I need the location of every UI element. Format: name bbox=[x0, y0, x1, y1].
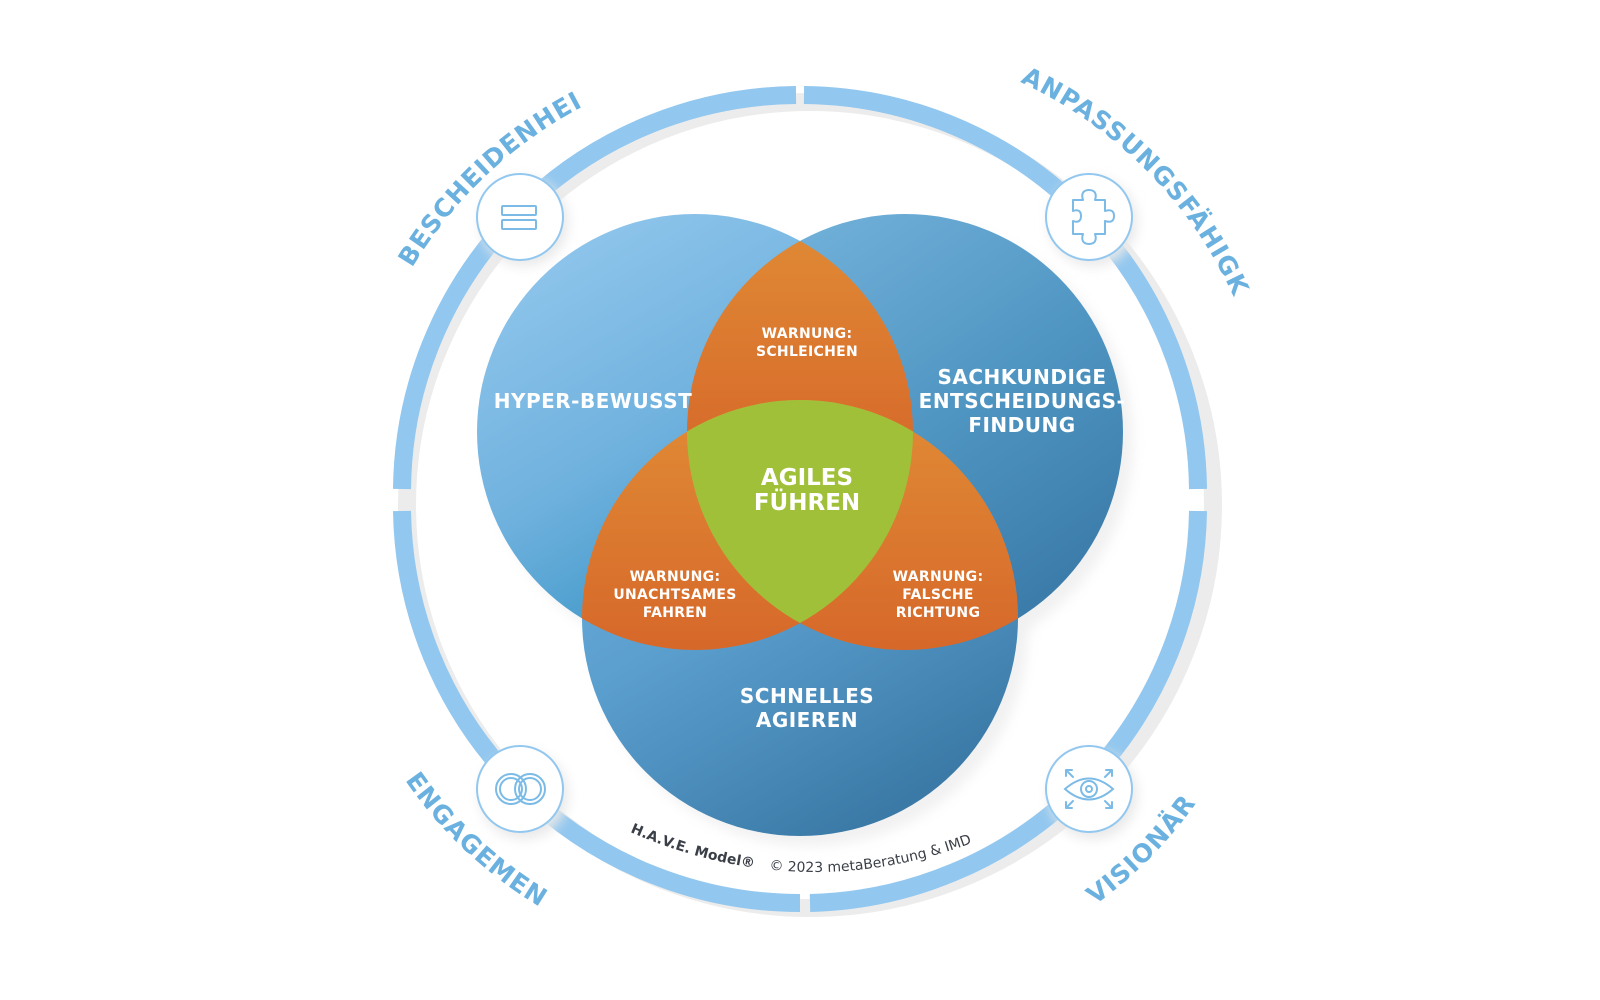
label-sachkundige-line-3: FINDUNG bbox=[968, 413, 1075, 437]
icon-badge-top-left bbox=[476, 173, 568, 266]
puzzle-icon bbox=[1072, 189, 1115, 245]
icon-badge-bottom-left bbox=[476, 745, 568, 839]
label-engagement: ENGAGEMENT bbox=[0, 0, 553, 913]
label-schnelles-line-1: SCHNELLES bbox=[740, 684, 874, 708]
center-label-line-1: AGILES bbox=[761, 465, 853, 491]
outer-ring bbox=[393, 86, 1222, 917]
label-sachkundige-line-1: SACHKUNDIGE bbox=[937, 365, 1106, 389]
label-sachkundige-line-2: ENTSCHEIDUNGS- bbox=[919, 389, 1126, 413]
center-label-line-2: FÜHREN bbox=[754, 488, 860, 516]
label-hyper-bewusst: HYPER-BEWUSST bbox=[494, 389, 693, 413]
warning-right-line-2: FALSCHE bbox=[902, 587, 973, 603]
eye-icon bbox=[1063, 769, 1115, 809]
venn-diagram bbox=[477, 214, 1123, 836]
circle-labels: HYPER-BEWUSST SACHKUNDIGE ENTSCHEIDUNGS-… bbox=[494, 365, 1126, 732]
warning-top-line-2: SCHLEICHEN bbox=[756, 344, 858, 360]
warning-right-line-1: WARNUNG: bbox=[893, 569, 984, 585]
center-label: AGILES FÜHREN bbox=[754, 465, 860, 516]
warning-left-line-1: WARNUNG: bbox=[630, 569, 721, 585]
warning-top-line-1: WARNUNG: bbox=[762, 326, 853, 342]
icon-badge-bottom-right bbox=[1045, 745, 1137, 839]
equals-icon bbox=[501, 205, 537, 230]
linked-rings-icon bbox=[495, 773, 546, 805]
label-schnelles-line-2: AGIEREN bbox=[756, 708, 858, 732]
warning-left-line-2: UNACHTSAMES bbox=[613, 587, 736, 603]
warning-left-line-3: FAHREN bbox=[643, 605, 707, 621]
warning-labels: WARNUNG: SCHLEICHEN WARNUNG: UNACHTSAMES… bbox=[613, 326, 983, 621]
icon-badge-top-right bbox=[1045, 173, 1137, 266]
warning-right-line-3: RICHTUNG bbox=[896, 605, 981, 621]
